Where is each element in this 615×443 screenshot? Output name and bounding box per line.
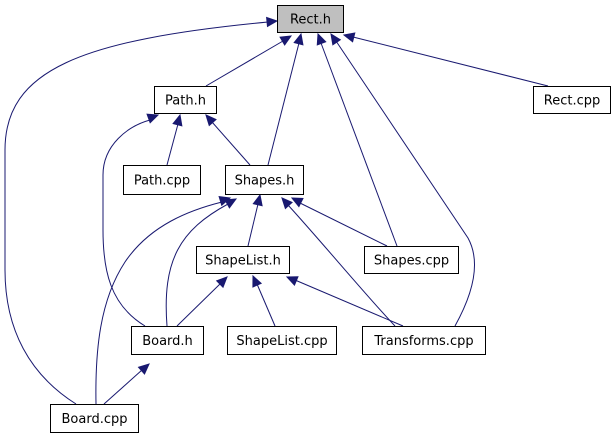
edge-arrowhead bbox=[293, 32, 304, 46]
node-board-cpp-label: Board.cpp bbox=[62, 412, 128, 427]
node-board-cpp[interactable]: Board.cpp bbox=[50, 404, 139, 433]
edge-board-cpp-to-rect-h bbox=[4, 16, 279, 405]
edge-arrowhead bbox=[279, 35, 293, 46]
edge-board-h-to-shapes-h bbox=[165, 198, 238, 327]
edge-path-h-to-rect-h bbox=[205, 35, 293, 87]
node-path-h[interactable]: Path.h bbox=[154, 86, 217, 114]
edge-arrowhead bbox=[172, 113, 183, 127]
edge-board-h-to-shapelist-h bbox=[176, 276, 228, 327]
edge-arrowhead bbox=[146, 113, 160, 124]
edge-line bbox=[95, 201, 223, 405]
edge-shapes-h-to-rect-h bbox=[267, 32, 304, 166]
node-board-h[interactable]: Board.h bbox=[131, 326, 204, 355]
node-transforms-cpp-label: Transforms.cpp bbox=[373, 334, 473, 349]
node-rect-cpp[interactable]: Rect.cpp bbox=[533, 86, 611, 114]
edge-line bbox=[294, 279, 404, 327]
node-shapes-cpp[interactable]: Shapes.cpp bbox=[364, 246, 459, 274]
edge-arrowhead bbox=[252, 274, 263, 288]
edge-shapes-h-to-path-h bbox=[205, 114, 251, 166]
edge-shapes-cpp-to-rect-h bbox=[316, 32, 398, 247]
edge-line bbox=[205, 40, 284, 87]
edge-board-cpp-to-shapes-h bbox=[95, 195, 232, 405]
edge-board-h-to-path-h bbox=[102, 113, 160, 327]
edges-layer bbox=[4, 16, 549, 405]
node-rect-cpp-label: Rect.cpp bbox=[544, 94, 600, 109]
edge-line bbox=[103, 369, 143, 405]
edge-line bbox=[256, 283, 276, 327]
edge-shapelist-h-to-shapes-h bbox=[247, 193, 263, 247]
node-rect-h-label: Rect.h bbox=[290, 13, 331, 28]
edge-arrowhead bbox=[266, 16, 279, 28]
node-shapelist-cpp-label: ShapeList.cpp bbox=[236, 334, 327, 349]
edge-arrowhead bbox=[285, 276, 299, 286]
node-path-h-label: Path.h bbox=[165, 94, 206, 109]
node-shapes-h[interactable]: Shapes.h bbox=[225, 165, 304, 195]
edge-arrowhead bbox=[218, 195, 232, 207]
edge-arrowhead bbox=[316, 32, 327, 46]
edge-shapes-cpp-to-shapes-h bbox=[290, 197, 388, 247]
edge-arrowhead bbox=[205, 114, 217, 127]
node-shapes-cpp-label: Shapes.cpp bbox=[374, 254, 449, 269]
edge-transforms-cpp-to-rect-h bbox=[330, 32, 475, 327]
edge-line bbox=[299, 202, 388, 247]
edge-transforms-cpp-to-shapes-h bbox=[281, 197, 396, 327]
node-rect-h-box bbox=[277, 5, 344, 33]
edge-transforms-cpp-to-shapelist-h bbox=[285, 276, 404, 327]
node-shapelist-cpp-box bbox=[227, 326, 337, 355]
edge-arrowhead bbox=[281, 197, 293, 210]
edge-path-cpp-to-path-h bbox=[166, 113, 183, 166]
node-shapes-h-box bbox=[225, 165, 304, 195]
edge-arrowhead bbox=[215, 276, 228, 289]
edge-line bbox=[4, 21, 269, 405]
node-board-cpp-box bbox=[50, 404, 139, 433]
edge-shapelist-cpp-to-shapelist-h bbox=[252, 274, 276, 327]
edge-arrowhead bbox=[224, 198, 238, 209]
edge-line bbox=[352, 36, 549, 87]
node-rect-h[interactable]: Rect.h bbox=[277, 5, 344, 33]
edge-arrowhead bbox=[342, 32, 356, 43]
node-board-h-box bbox=[131, 326, 204, 355]
edge-rect-cpp-to-rect-h bbox=[342, 32, 549, 87]
nodes-layer: Rect.h Path.h Rect.cpp Path.cpp Shapes.h… bbox=[50, 5, 611, 433]
edge-line bbox=[320, 42, 398, 247]
node-path-cpp-label: Path.cpp bbox=[134, 174, 190, 189]
edge-line bbox=[267, 42, 300, 166]
edge-line bbox=[102, 119, 151, 327]
edge-line bbox=[287, 204, 396, 327]
edge-arrowhead bbox=[137, 363, 150, 375]
node-path-h-box bbox=[154, 86, 217, 114]
node-shapes-cpp-box bbox=[364, 246, 459, 274]
node-shapelist-h-box bbox=[196, 246, 290, 274]
edge-line bbox=[165, 203, 229, 327]
node-transforms-cpp-box bbox=[362, 326, 486, 355]
edge-arrowhead bbox=[252, 193, 263, 207]
edge-line bbox=[166, 123, 179, 166]
edge-board-cpp-to-board-h bbox=[103, 363, 150, 405]
node-shapelist-h[interactable]: ShapeList.h bbox=[196, 246, 290, 274]
node-transforms-cpp[interactable]: Transforms.cpp bbox=[362, 326, 486, 355]
node-shapelist-cpp[interactable]: ShapeList.cpp bbox=[227, 326, 337, 355]
edge-line bbox=[176, 282, 222, 327]
edge-arrowhead bbox=[330, 32, 342, 46]
edge-arrowhead bbox=[290, 197, 304, 208]
node-shapelist-h-label: ShapeList.h bbox=[205, 254, 281, 269]
edge-line bbox=[335, 40, 475, 327]
node-shapes-h-label: Shapes.h bbox=[235, 174, 295, 189]
node-path-cpp-box bbox=[123, 165, 201, 195]
node-path-cpp[interactable]: Path.cpp bbox=[123, 165, 201, 195]
edge-line bbox=[247, 203, 259, 247]
node-rect-cpp-box bbox=[533, 86, 611, 114]
node-board-h-label: Board.h bbox=[142, 334, 193, 349]
edge-line bbox=[211, 121, 251, 166]
